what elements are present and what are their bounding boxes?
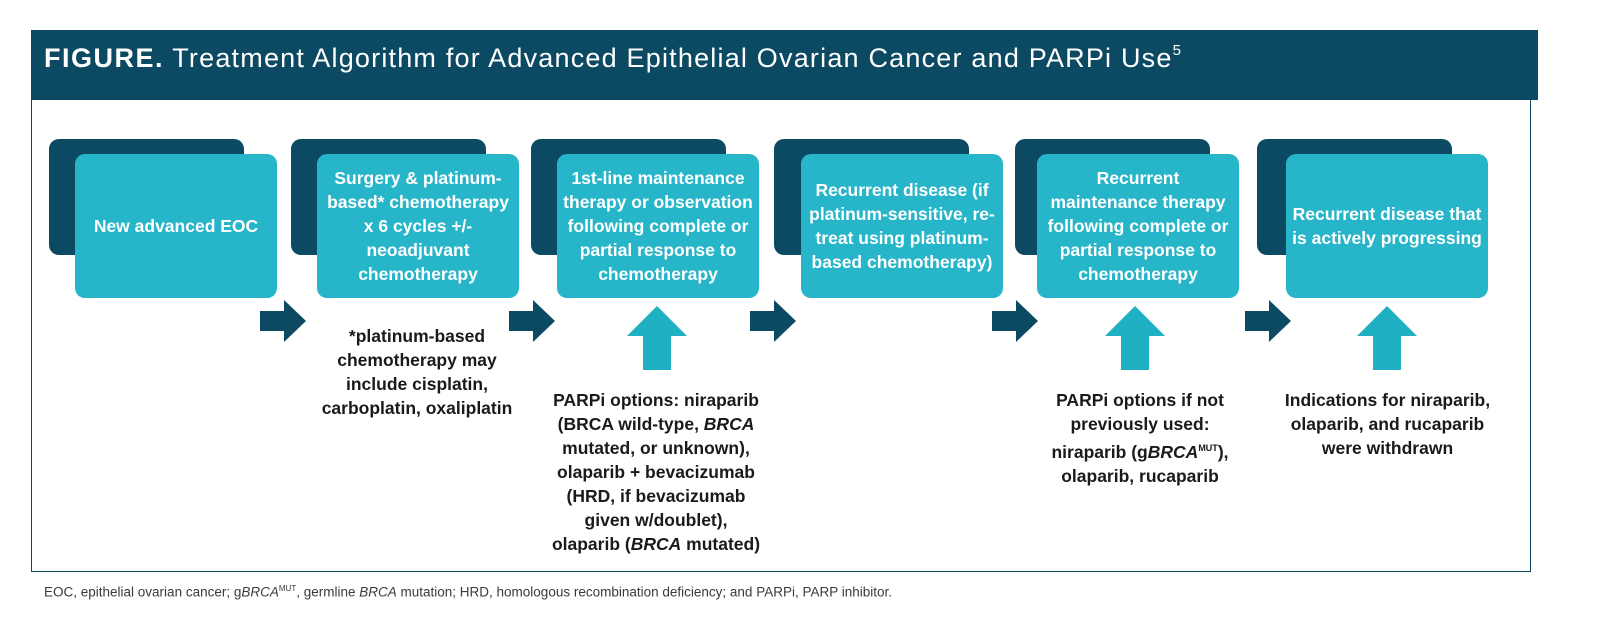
step-box: Surgery & platinum-based* chemotherapy x… [317,154,519,298]
footnote-italic: BRCA [241,584,279,600]
right-arrow-icon [992,300,1038,342]
note-line: mutated, or unknown), [562,438,750,458]
figure-reference: 5 [1172,42,1183,59]
platinum-note: *platinum-based chemotherapy may include… [307,324,527,420]
step-box: Recurrent disease (if platinum-sensitive… [801,154,1003,298]
note-line: (HRD, if bevacizumab [566,486,746,506]
footnote-text: , germline [296,584,360,600]
note-italic: BRCA [703,414,755,434]
footnote-superscript: MUT [278,584,297,593]
note-line: given w/doublet), [584,510,728,530]
step-box: Recurrent maintenance therapy following … [1037,154,1239,298]
note-italic: BRCA [630,534,682,554]
first-line-parpi-note: PARPi options: niraparib (BRCA wild-type… [541,388,771,556]
step-box: 1st-line maintenance therapy or observat… [557,154,759,298]
note-text: olaparib ( [551,534,631,554]
step-box: Recurrent disease that is actively progr… [1286,154,1488,298]
note-text: niraparib (g [1051,441,1148,462]
note-line: carboplatin, oxaliplatin [321,398,513,418]
note-line: PARPi options: niraparib [553,390,759,410]
recurrent-parpi-note: PARPi options if not previously used: ni… [1030,388,1250,488]
right-arrow-icon [509,300,555,342]
note-line: niraparib (gBRCAMUT), [1030,436,1250,464]
note-text: (BRCA wild-type, [557,414,704,434]
note-line: chemotherapy may [337,350,497,370]
note-line: *platinum-based [348,326,486,346]
footnote-italic: BRCA [359,584,397,600]
note-superscript: MUT [1198,443,1218,453]
note-line: were withdrawn [1321,438,1454,458]
step-box: New advanced EOC [75,154,277,298]
footnote-text: mutation; HRD, homologous recombination … [396,584,893,600]
note-line: olaparib + bevacizumab [557,462,755,482]
figure-label: FIGURE. [44,43,165,73]
note-line: olaparib (BRCA mutated) [541,532,771,556]
up-arrow-icon [1357,306,1417,370]
figure-footnote: EOC, epithelial ovarian cancer; gBRCAMUT… [44,584,892,600]
right-arrow-icon [750,300,796,342]
up-arrow-icon [627,306,687,370]
up-arrow-icon [1105,306,1165,370]
note-line: include cisplatin, [346,374,488,394]
note-text: ), [1217,441,1229,462]
figure-header: FIGURE. Treatment Algorithm for Advanced… [31,30,1538,100]
note-line: olaparib, rucaparib [1061,465,1219,486]
figure-title: FIGURE. Treatment Algorithm for Advanced… [44,42,1183,74]
note-text: mutated) [681,534,761,554]
figure-title-text: Treatment Algorithm for Advanced Epithel… [172,43,1173,73]
note-line: (BRCA wild-type, BRCA [541,412,771,436]
right-arrow-icon [1245,300,1291,342]
note-line: Indications for niraparib, [1284,390,1491,410]
note-line: previously used: [1070,414,1210,434]
note-line: PARPi options if not [1056,390,1224,410]
note-italic: BRCA [1147,441,1199,462]
right-arrow-icon [260,300,306,342]
footnote-text: EOC, epithelial ovarian cancer; g [44,584,242,600]
note-line: olaparib, and rucaparib [1290,414,1485,434]
withdrawn-note: Indications for niraparib, olaparib, and… [1275,388,1500,460]
